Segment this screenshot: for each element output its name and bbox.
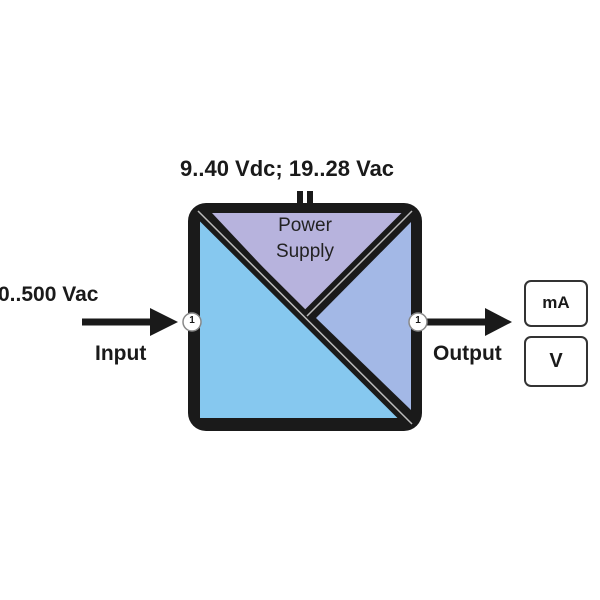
input-terminal <box>182 312 202 332</box>
diagonal-divider-highlight <box>197 210 413 425</box>
power-connector-pin <box>297 191 303 205</box>
input-arrow-head <box>150 308 178 336</box>
power-connector-pin <box>307 191 313 205</box>
input-terminal-number: 1 <box>189 315 195 326</box>
power-supply-section <box>212 213 406 312</box>
output-section <box>316 222 411 410</box>
output-label: Output <box>433 342 502 365</box>
v-output-box <box>524 336 588 387</box>
v-option-label: V <box>549 350 563 372</box>
output-terminal-number: 1 <box>415 315 421 326</box>
supply-voltage-label: 9..40 Vdc; 19..28 Vac <box>180 156 395 181</box>
ma-output-box <box>524 280 588 327</box>
input-label: Input <box>95 342 147 365</box>
power-supply-label-line1: Power <box>278 215 332 236</box>
power-supply-label-line2: Supply <box>275 241 335 262</box>
power-divider-highlight <box>306 210 413 317</box>
output-arrow-head <box>485 308 512 336</box>
ma-option-label: mA <box>542 293 570 312</box>
input-range-label: 0..500 Vac <box>0 283 99 306</box>
output-terminal <box>408 312 428 332</box>
